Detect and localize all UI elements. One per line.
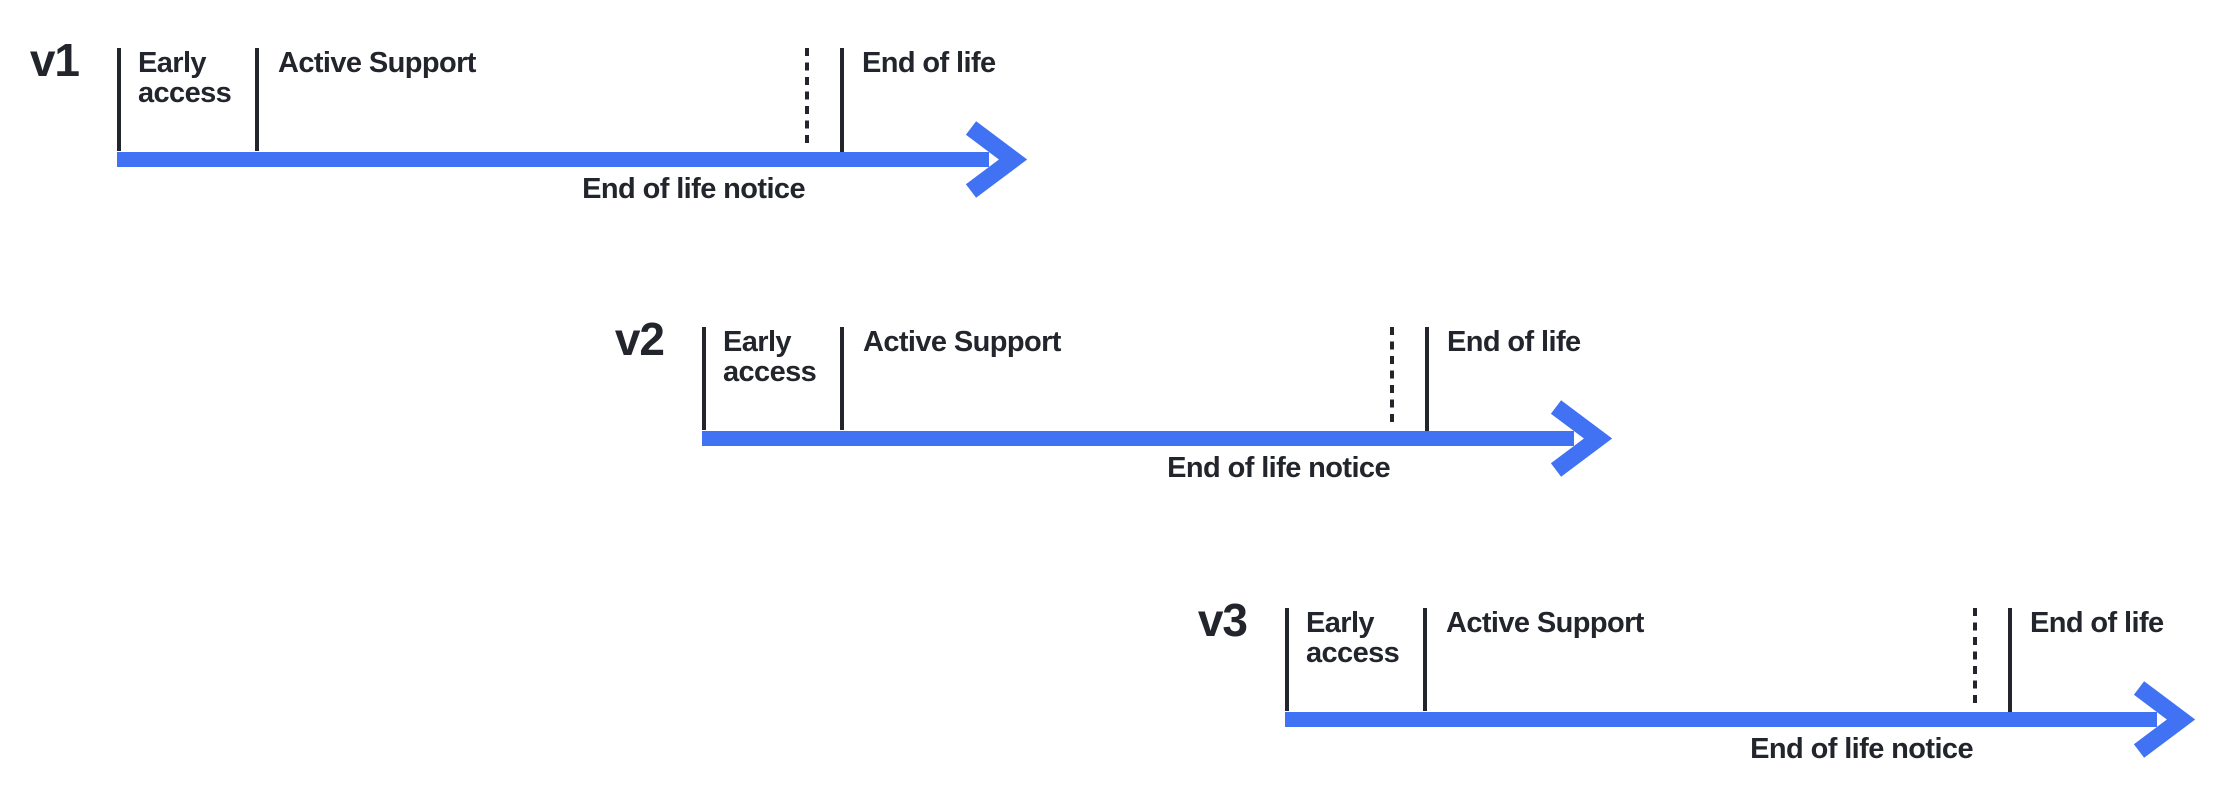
timeline-arrow-head-icon xyxy=(965,121,1028,198)
end-of-life-label: End of life xyxy=(862,47,996,79)
timeline-row-v2: v2 Early access Active Support End of li… xyxy=(615,315,1662,497)
timeline-arrow-head-icon xyxy=(1550,400,1613,477)
timeline-row-v3: v3 Early access Active Support End of li… xyxy=(1198,596,2228,778)
end-of-life-label: End of life xyxy=(1447,326,1581,358)
end-of-life-label: End of life xyxy=(2030,607,2164,639)
timeline-arrow-head-icon xyxy=(2133,681,2196,758)
timeline-graphic xyxy=(702,327,1613,477)
version-label: v2 xyxy=(614,313,665,365)
early-access-label: Early access xyxy=(723,326,817,388)
active-support-label: Active Support xyxy=(278,47,476,79)
active-support-label: Active Support xyxy=(1446,607,1644,639)
timeline-row-v1: v1 Early access Active Support End of li… xyxy=(30,36,1077,218)
early-access-label: Early access xyxy=(138,47,232,109)
end-of-life-notice-label: End of life notice xyxy=(582,173,805,205)
active-support-label: Active Support xyxy=(863,326,1061,358)
timeline-graphic xyxy=(117,48,1028,198)
early-access-label: Early access xyxy=(1306,607,1400,669)
version-label: v3 xyxy=(1197,594,1248,646)
end-of-life-notice-label: End of life notice xyxy=(1750,733,1973,765)
end-of-life-notice-label: End of life notice xyxy=(1167,452,1390,484)
timeline-graphic xyxy=(1285,608,2196,758)
version-label: v1 xyxy=(29,34,80,86)
